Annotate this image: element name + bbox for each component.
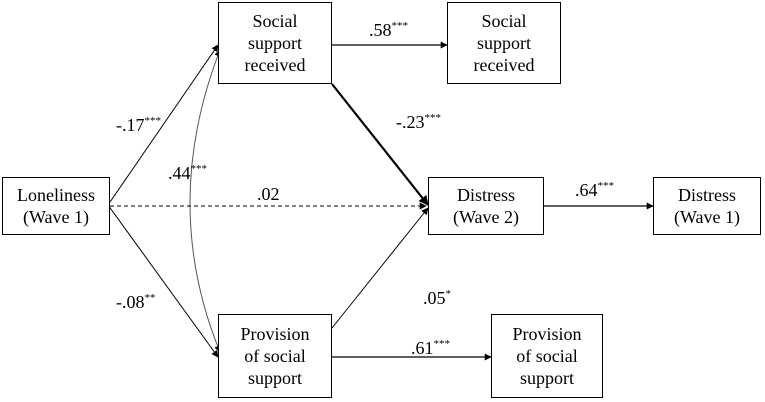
- coef-provision-to-distress: .05*: [423, 288, 451, 308]
- coef-received-to-distress: -.23***: [396, 112, 441, 132]
- coef-loneliness-to-provision: -.08**: [116, 292, 156, 312]
- coef-received-stability: .58***: [369, 20, 408, 40]
- coef-value: .58: [369, 20, 392, 40]
- coef-significance: *: [445, 288, 452, 300]
- coef-significance: ***: [433, 338, 451, 350]
- coef-value: .64: [575, 180, 598, 200]
- coef-value: .61: [411, 338, 434, 358]
- covariance-received-provision: [189, 49, 221, 353]
- node-distress-wave2: Distress (Wave 2): [428, 177, 544, 235]
- coef-received-provision-covariance: .44***: [168, 163, 207, 183]
- coef-significance: ***: [190, 163, 208, 175]
- node-provision-left: Provision of social support: [218, 314, 332, 398]
- coef-value: -.23: [396, 112, 425, 132]
- coef-significance: **: [144, 292, 156, 304]
- arrow-loneliness-to-support-received: [107, 44, 219, 206]
- node-loneliness-wave1: Loneliness (Wave 1): [2, 177, 110, 235]
- arrow-received-to-distress: [331, 83, 429, 206]
- coef-value: -.17: [116, 115, 145, 135]
- coef-value: .44: [168, 163, 191, 183]
- node-distress-wave1: Distress (Wave 1): [653, 177, 761, 235]
- coef-value: .05: [423, 288, 446, 308]
- coef-value: -.08: [116, 292, 145, 312]
- coef-loneliness-to-received: -.17***: [116, 115, 161, 135]
- coef-significance: ***: [144, 115, 162, 127]
- coef-loneliness-to-distress: .02: [257, 184, 280, 204]
- node-support-received-left: Social support received: [218, 2, 332, 84]
- coef-significance: ***: [391, 20, 409, 32]
- node-support-received-right: Social support received: [447, 2, 561, 84]
- coef-significance: ***: [424, 112, 442, 124]
- arrow-provision-to-distress: [331, 207, 429, 329]
- coef-distress-stability: .64***: [575, 180, 614, 200]
- node-provision-right: Provision of social support: [491, 314, 603, 398]
- coef-value: .02: [257, 184, 280, 204]
- arrow-loneliness-to-provision: [107, 204, 219, 358]
- coef-significance: ***: [597, 180, 615, 192]
- coef-provision-stability: .61***: [411, 338, 450, 358]
